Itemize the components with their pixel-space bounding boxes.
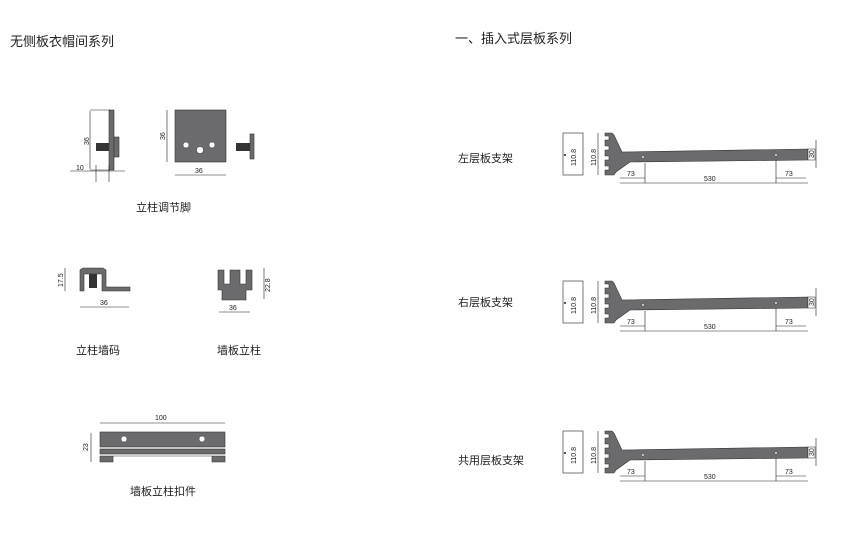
dimension-label: 22.8: [265, 278, 272, 292]
dimension-label: 110.8: [571, 297, 578, 314]
dimension-label: 73: [785, 319, 793, 326]
dimension-label: 36: [195, 168, 203, 175]
shelf-bracket-drawing-3: 110.8 110.8 30 73 530 73: [562, 430, 817, 482]
dimension-label: 530: [704, 324, 716, 331]
dimension-label: 73: [785, 171, 793, 178]
right-section-title: 一、插入式层板系列: [455, 32, 573, 47]
dimension-label: 30: [809, 448, 816, 456]
dimension-label: 73: [627, 319, 635, 326]
dimension-label: 10: [76, 165, 84, 172]
dimension-label: 30: [809, 298, 816, 306]
dimension-label: 30: [809, 150, 816, 158]
left-section-title: 无侧板衣帽间系列: [10, 35, 115, 50]
dimension-label: 23: [83, 443, 90, 451]
dimension-label: 110.8: [571, 149, 578, 166]
dimension-label: 17.5: [58, 273, 65, 287]
dimension-label: 36: [160, 132, 167, 140]
dimension-label: 73: [785, 469, 793, 476]
leg-side-view: 36 10: [70, 109, 125, 182]
caption-right-bracket: 右层板支架: [458, 296, 513, 309]
caption-post-clip: 墙板立柱扣件: [130, 485, 196, 498]
dimension-label: 110.8: [591, 297, 598, 314]
dimension-label: 110.8: [571, 447, 578, 464]
dimension-label: 73: [627, 171, 635, 178]
dimension-label: 530: [704, 176, 716, 183]
caption-shared-bracket: 共用层板支架: [458, 454, 524, 467]
dimension-label: 36: [100, 300, 108, 307]
wall-bracket-drawing: 17.5 36: [58, 267, 131, 308]
dimension-label: 110.8: [591, 447, 598, 464]
dimension-label: 36: [229, 305, 237, 312]
wall-post-drawing: 22.8 36: [217, 268, 272, 313]
caption-leg: 立柱调节脚: [136, 201, 191, 214]
dimension-label: 36: [84, 137, 91, 145]
dimension-label: 100: [155, 415, 167, 422]
post-clip-drawing: 100 23: [83, 415, 226, 463]
dimension-label: 110.8: [591, 149, 598, 166]
caption-wall-post: 墙板立柱: [217, 344, 261, 357]
dimension-label: 73: [627, 469, 635, 476]
shelf-bracket-drawing-1: 110.8 110.8 30 73 530 73: [562, 132, 817, 184]
caption-left-bracket: 左层板支架: [458, 152, 513, 165]
dimension-label: 530: [704, 474, 716, 481]
caption-wall-bracket: 立柱墙码: [76, 344, 120, 357]
shelf-bracket-drawing-2: 110.8 110.8 30 73 530 73: [562, 280, 817, 332]
leg-front-view: 36 36: [160, 109, 255, 176]
